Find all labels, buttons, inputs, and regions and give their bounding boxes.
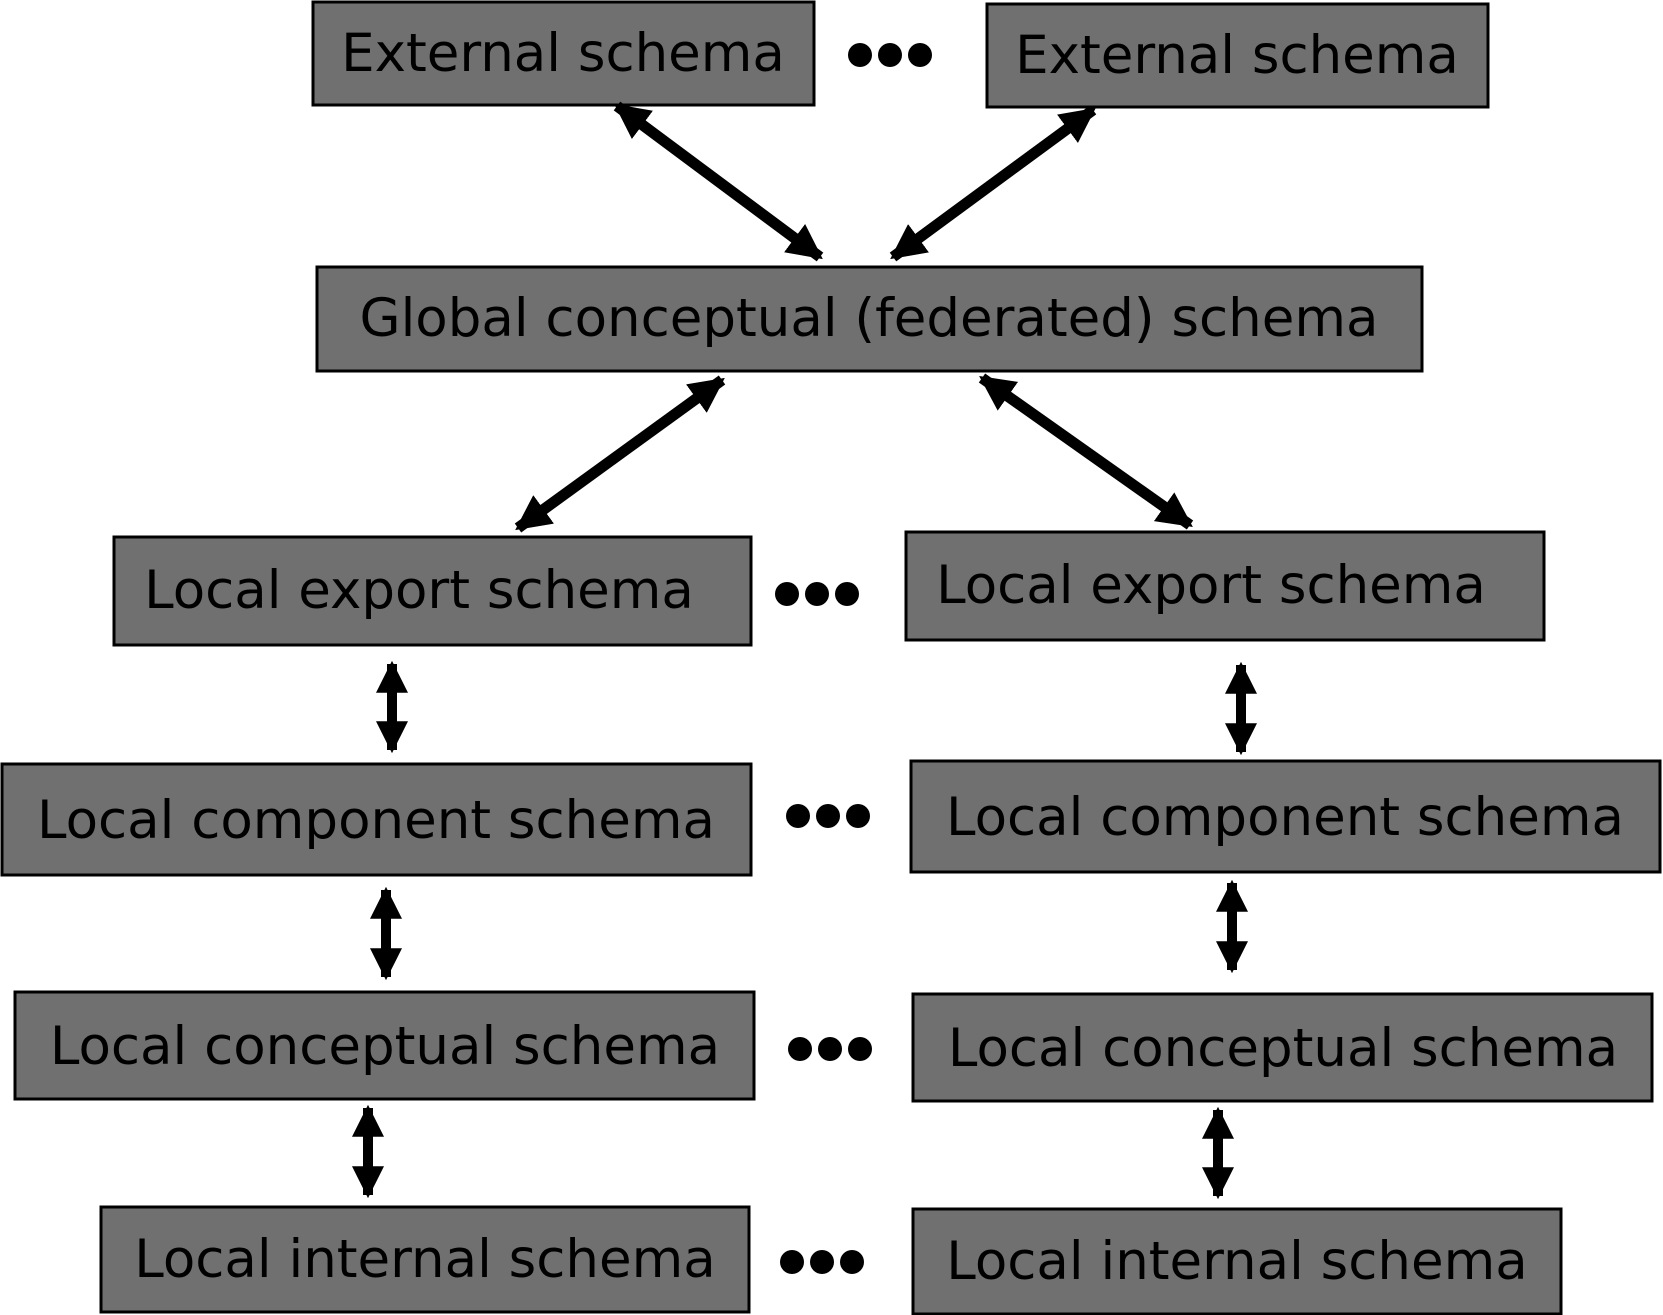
- external-schema-box-left: External schema: [311, 0, 816, 107]
- external-schema-box-right: External schema: [985, 2, 1490, 109]
- local-component-schema-box-right: Local component schema: [909, 759, 1662, 874]
- local-component-schema-label-left: Local component schema: [37, 790, 715, 851]
- arrow-global-export-left: [514, 375, 726, 533]
- local-component-schema-label-right: Local component schema: [946, 787, 1624, 848]
- local-conceptual-schema-box-left: Local conceptual schema: [13, 990, 756, 1101]
- ellipsis-top: [848, 43, 932, 67]
- local-internal-schema-box-right: Local internal schema: [911, 1207, 1563, 1315]
- global-conceptual-schema-box: Global conceptual (federated) schema: [315, 265, 1424, 373]
- ellipsis-conceptual: [788, 1037, 872, 1061]
- arrow-external-left-global: [613, 101, 824, 262]
- local-internal-schema-box-left: Local internal schema: [99, 1205, 751, 1314]
- local-conceptual-schema-label-left: Local conceptual schema: [50, 1016, 720, 1077]
- local-internal-schema-label-right: Local internal schema: [946, 1231, 1527, 1292]
- ellipsis-export: [775, 582, 859, 606]
- external-schema-label-right: External schema: [1015, 25, 1459, 86]
- arrow-external-right-global: [889, 105, 1097, 262]
- global-conceptual-schema-label: Global conceptual (federated) schema: [360, 288, 1379, 349]
- local-export-schema-label-right: Local export schema: [936, 555, 1486, 616]
- local-export-schema-box-left: Local export schema: [112, 535, 753, 647]
- local-export-schema-label-left: Local export schema: [144, 560, 694, 621]
- local-export-schema-box-right: Local export schema: [904, 530, 1546, 642]
- ellipsis-internal: [780, 1250, 864, 1274]
- arrow-global-export-right: [978, 373, 1194, 530]
- local-conceptual-schema-label-right: Local conceptual schema: [948, 1018, 1618, 1079]
- ellipsis-component: [786, 804, 870, 828]
- external-schema-label-left: External schema: [341, 23, 785, 84]
- local-conceptual-schema-box-right: Local conceptual schema: [911, 992, 1654, 1103]
- local-internal-schema-label-left: Local internal schema: [134, 1229, 715, 1290]
- local-component-schema-box-left: Local component schema: [0, 762, 753, 877]
